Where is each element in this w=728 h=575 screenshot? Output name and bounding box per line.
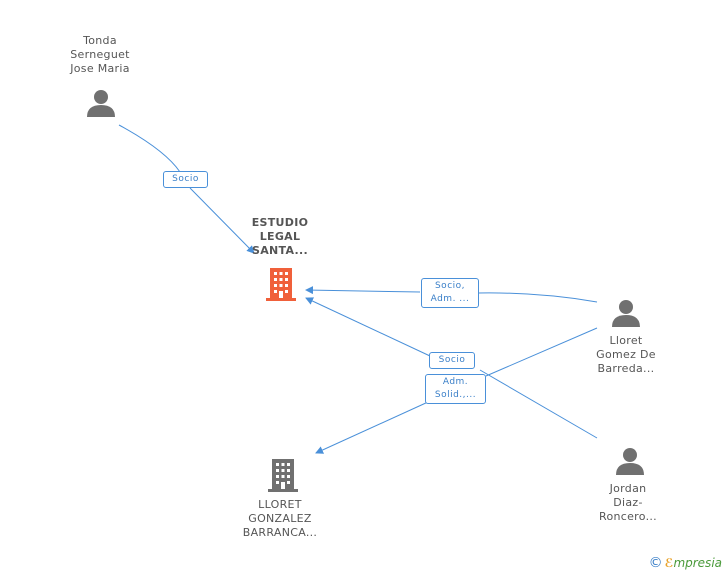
node-label-line: Jordan [609,482,647,495]
badge-text: Socio [438,355,466,365]
building-icon[interactable] [266,459,300,493]
node-label-line: ESTUDIO [251,216,309,229]
node-label-line: Serneguet [70,48,130,61]
node-label-line: Lloret [609,334,643,347]
edge-jordan-estudio [306,298,598,439]
node-label-line: GONZALEZ [248,512,312,525]
node-company-estudio[interactable]: ESTUDIO LEGAL SANTA... [228,216,332,258]
brand-logo-e: ℰ [664,556,674,570]
edge-badge-socio[interactable]: Socio [163,171,208,188]
edge-badge-adm-solid[interactable]: Adm. Solid.,... [425,374,486,404]
person-icon[interactable] [86,88,116,118]
brand-footer: ©ℰmpresia [649,555,722,571]
node-label-line: Barreda... [597,362,655,375]
edge-badge-socio-adm[interactable]: Socio, Adm. ... [421,278,479,308]
edge-lloretgomez-lloretgonzalez [316,327,598,453]
node-label-line: Diaz- [613,496,643,509]
badge-text: Adm. ... [430,294,470,304]
badge-text: Solid.,... [434,390,477,400]
edge-badge-socio[interactable]: Socio [429,352,475,369]
badge-text: Adm. [442,377,469,387]
node-label-line: LEGAL [259,230,301,243]
node-label-line: BARRANCA... [242,526,318,539]
building-icon[interactable] [264,268,298,302]
brand-logo-text: mpresia [673,556,722,570]
badge-text: Socio [172,174,199,184]
edge-lloretgomez-estudio [306,290,598,303]
node-label-line: LLORET [258,498,302,511]
node-person-tonda[interactable]: Tonda Serneguet Jose Maria [48,34,152,76]
copyright-icon: © [648,555,663,571]
node-label-line: Gomez De [596,348,656,361]
person-icon[interactable] [611,298,641,328]
node-label-line: SANTA... [252,244,308,257]
edge-tonda-estudio [118,124,254,253]
node-person-lloret-gomez[interactable]: Lloret Gomez De Barreda... [574,334,678,376]
node-label-line: Roncero... [599,510,657,523]
person-icon[interactable] [615,446,645,476]
badge-text: Socio, [434,281,466,291]
node-company-lloret-gonzalez[interactable]: LLORET GONZALEZ BARRANCA... [228,498,332,540]
node-label-line: Tonda [83,34,117,47]
node-label-line: Jose Maria [70,62,130,75]
node-person-jordan[interactable]: Jordan Diaz- Roncero... [576,482,680,524]
